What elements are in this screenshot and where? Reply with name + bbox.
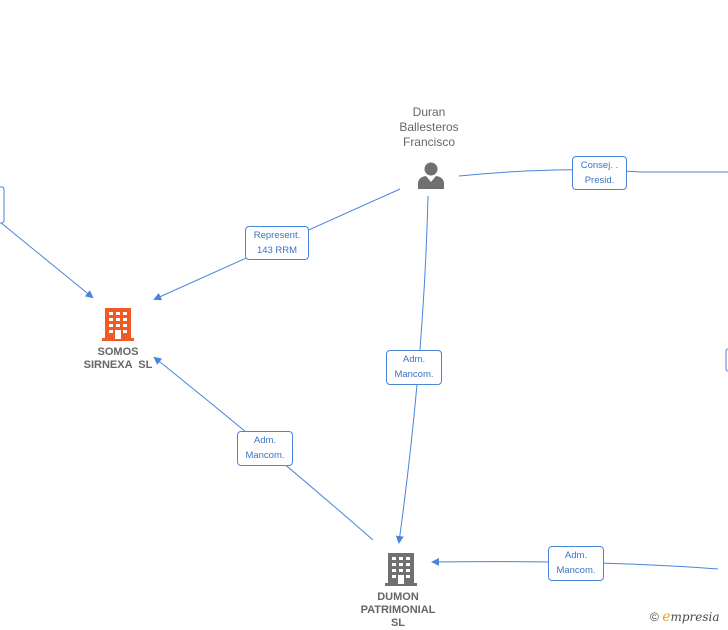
- edge-label-adm-mancom[interactable]: Adm. Mancom.: [386, 350, 442, 385]
- person-node-label: Duran Ballesteros Francisco: [379, 105, 479, 150]
- edge-label-consej-presid[interactable]: Consej. . Presid.: [572, 156, 627, 190]
- edge-label-line1: Consej. .: [580, 160, 619, 171]
- somos-name-line2: SIRNEXA SL: [83, 359, 153, 371]
- edge-label-line2: Presid.: [584, 175, 615, 186]
- brand-name: mpresia: [670, 610, 720, 624]
- edge-label-line1: Represent.: [253, 230, 301, 241]
- empresia-logo: © empresia: [650, 609, 720, 629]
- copyright-symbol: ©: [650, 610, 659, 624]
- brand-initial: e: [662, 609, 671, 625]
- dumon-name-line2: PATRIMONIAL: [360, 604, 436, 616]
- person-name-line3: Francisco: [402, 135, 455, 149]
- edge-label-represent[interactable]: Represent. 143 RRM: [245, 226, 309, 260]
- edge-label-line2: Mancom.: [556, 565, 596, 576]
- edge-left-to-somos: [0, 221, 94, 299]
- dumon-name-line3: SL: [390, 617, 406, 629]
- edge-label-line2: 143 RRM: [256, 245, 298, 256]
- edge-duran-to-right: [458, 169, 728, 177]
- edge-label-adm-mancom[interactable]: Adm. Mancom.: [237, 431, 293, 466]
- person-name-line2: Ballesteros: [399, 120, 459, 134]
- building-icon[interactable]: [385, 550, 417, 586]
- edge-label-line2: Mancom.: [245, 450, 285, 461]
- building-icon[interactable]: [102, 305, 134, 341]
- edge-label-partial-left: [0, 186, 5, 224]
- edge-label-line1: Adm.: [253, 435, 277, 446]
- edge-label-adm-mancom[interactable]: Adm. Mancom.: [548, 546, 604, 581]
- person-icon[interactable]: [416, 160, 446, 190]
- edge-label-line1: Adm.: [402, 354, 426, 365]
- edge-label-line2: Mancom.: [394, 369, 434, 380]
- edge-label-line1: Adm.: [564, 550, 588, 561]
- dumon-name-line1: DUMON: [377, 591, 419, 603]
- somos-node-label[interactable]: SOMOS SIRNEXA SL: [68, 346, 168, 372]
- somos-name-line1: SOMOS: [97, 346, 139, 358]
- dumon-node-label[interactable]: DUMON PATRIMONIAL SL: [348, 591, 448, 630]
- person-name-line1: Duran: [412, 105, 446, 119]
